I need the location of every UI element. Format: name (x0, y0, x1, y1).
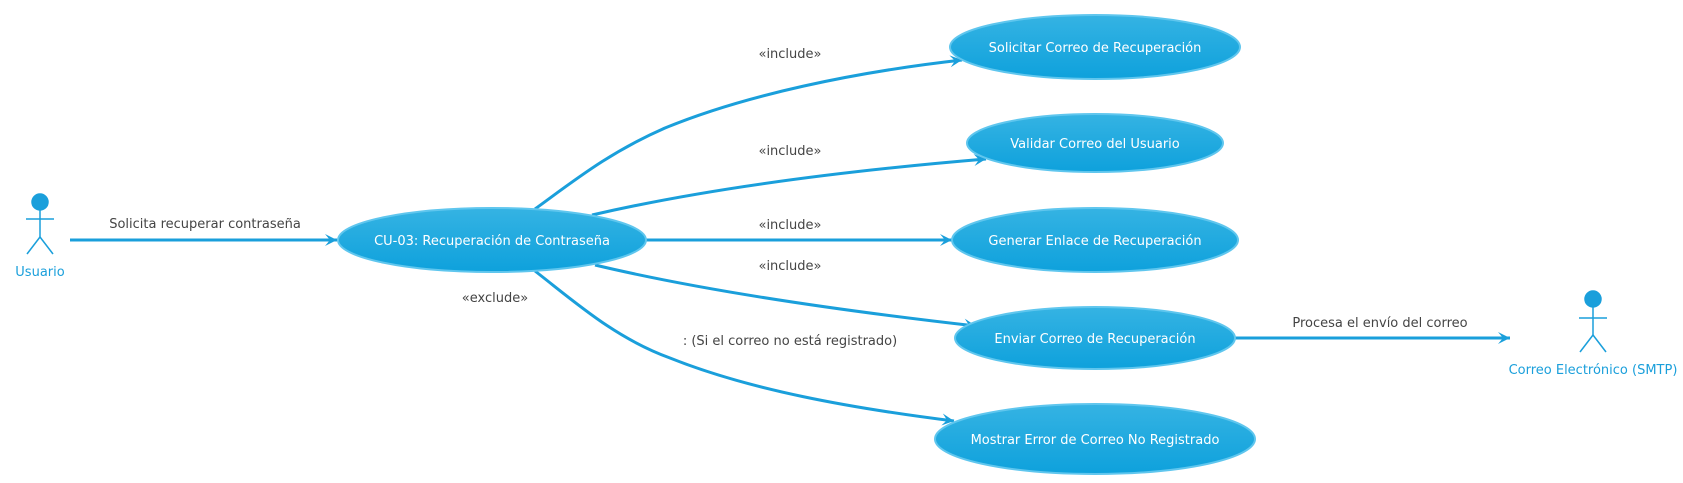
use-case-solicitar-ellipse (949, 14, 1241, 80)
actor-usuario-label: Usuario (15, 265, 64, 280)
edge-include-enviar (594, 263, 977, 331)
edge-label-include-4: «include» (758, 259, 821, 274)
edge-include-solicitar (534, 55, 963, 211)
use-case-generar-label: Generar Enlace de Recuperación (988, 234, 1201, 249)
edge-label-include-1: «include» (758, 47, 821, 62)
edge-include-validar (591, 154, 987, 217)
stick-figure-icon (26, 193, 54, 255)
use-case-error-ellipse (934, 403, 1256, 475)
use-case-generar-ellipse (951, 207, 1239, 273)
actor-smtp-label: Correo Electrónico (SMTP) (1509, 363, 1678, 378)
use-case-error-label: Mostrar Error de Correo No Registrado (971, 433, 1220, 448)
edge-label-include-3: «include» (758, 218, 821, 233)
use-case-enviar-label: Enviar Correo de Recuperación (994, 332, 1195, 347)
stick-figure-icon (1579, 290, 1607, 353)
use-case-validar-ellipse (966, 113, 1224, 173)
edge-label-enviar-smtp: Procesa el envío del correo (1292, 316, 1467, 331)
edge-label-include-2: «include» (758, 144, 821, 159)
use-case-enviar-ellipse (954, 306, 1236, 370)
edge-exclude-error (534, 269, 955, 426)
edge-label-exclude: «exclude» (462, 291, 528, 306)
use-case-main-label: CU-03: Recuperación de Contraseña (374, 234, 610, 249)
use-case-solicitar-label: Solicitar Correo de Recuperación (989, 41, 1202, 56)
edge-label-exclude-condition: : (Si el correo no está registrado) (683, 334, 897, 349)
use-case-validar-label: Validar Correo del Usuario (1010, 137, 1180, 152)
edge-label-usuario-main: Solicita recuperar contraseña (109, 217, 301, 232)
use-case-main-ellipse (337, 207, 647, 273)
